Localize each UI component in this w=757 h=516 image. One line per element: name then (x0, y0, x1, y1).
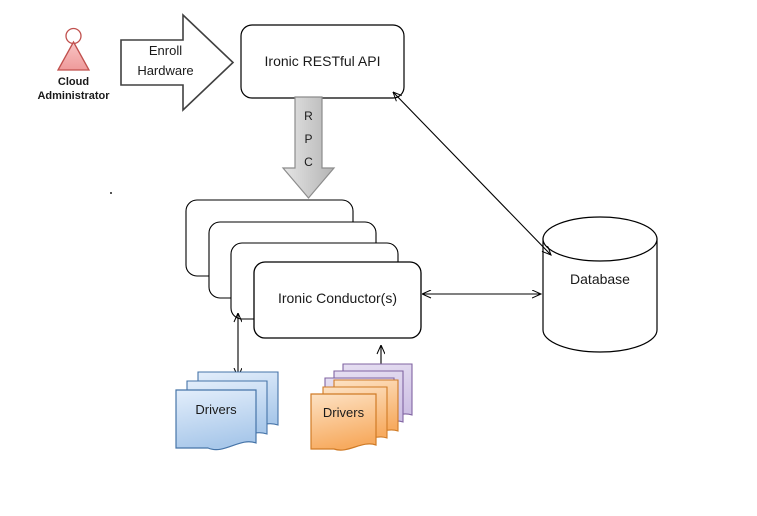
rpc-arrow-shape (281, 96, 336, 199)
enroll-hardware-arrow-shape (120, 13, 235, 112)
database-cylinder-shape[interactable] (542, 216, 658, 353)
drivers-orange-stack-shape[interactable] (310, 363, 413, 451)
stray-dot-artifact (110, 192, 112, 194)
actor-person-icon (56, 27, 91, 71)
drivers-blue-stack-shape[interactable] (175, 371, 279, 451)
conductor-stack-card-1[interactable] (253, 261, 422, 339)
api-to-database-connector (393, 92, 551, 255)
ironic-restful-api-box[interactable] (240, 24, 405, 99)
